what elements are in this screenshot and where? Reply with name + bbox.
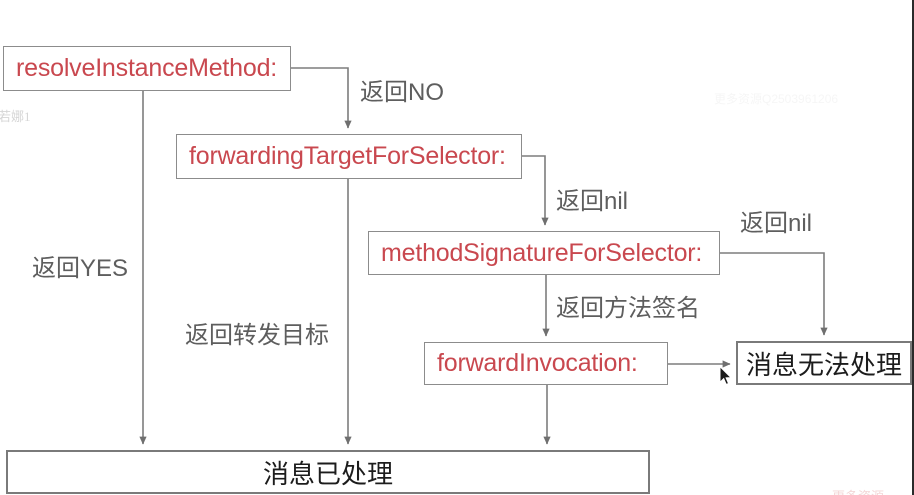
node-label: resolveInstanceMethod:	[16, 54, 278, 82]
edge-forwardingtarget-to-signature	[522, 155, 549, 226]
node-label: 消息已处理	[262, 458, 393, 489]
edge-label-return-yes: 返回YES	[32, 255, 129, 282]
node-label: forwardInvocation:	[437, 349, 638, 377]
node-label: methodSignatureForSelector:	[381, 238, 703, 267]
edge-resolve-to-forwardingtarget	[291, 67, 352, 129]
node-message-unhandled[interactable]: 消息无法处理	[736, 341, 912, 385]
edge-signature-to-unhandled	[720, 252, 828, 336]
node-resolve-instance-method[interactable]: resolveInstanceMethod:	[3, 46, 291, 91]
edge-label-return-no: 返回NO	[360, 79, 444, 106]
edge-label-return-method-signature: 返回方法签名	[556, 295, 700, 322]
edge-label-return-nil-signature: 返回nil	[556, 188, 629, 215]
node-forwarding-target-for-selector[interactable]: forwardingTargetForSelector:	[176, 134, 522, 179]
node-message-handled[interactable]: 消息已处理	[6, 450, 650, 494]
node-forward-invocation[interactable]: forwardInvocation:	[424, 342, 668, 385]
edge-label-return-forward-target: 返回转发目标	[185, 322, 329, 349]
node-label: forwardingTargetForSelector:	[189, 142, 506, 170]
node-label: 消息无法处理	[745, 349, 902, 380]
edge-label-return-nil-unhandled: 返回nil	[740, 210, 813, 237]
node-method-signature-for-selector[interactable]: methodSignatureForSelector:	[368, 231, 720, 275]
